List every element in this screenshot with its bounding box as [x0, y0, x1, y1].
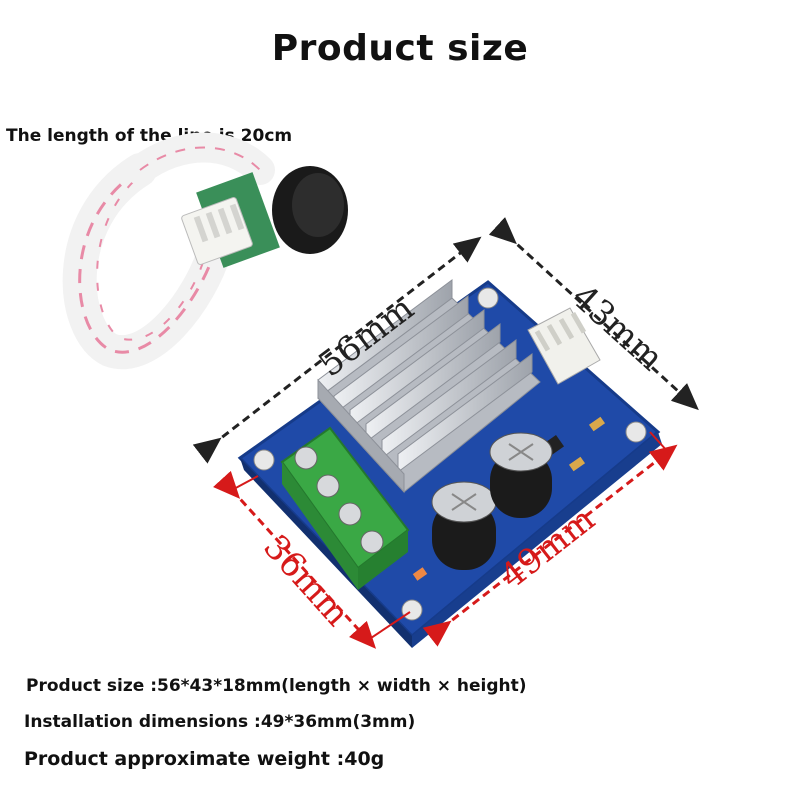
ribbon-cable: [62, 132, 275, 370]
page-title: Product size: [271, 28, 529, 69]
installation-dimensions-spec: Installation dimensions :49*36mm(3mm): [24, 712, 416, 732]
mount-hole-icon: [401, 599, 423, 621]
product-size-spec: Product size :56*43*18mm(length × width …: [26, 676, 527, 696]
screw-icon: [316, 474, 340, 498]
length-dimension-line: [192, 236, 482, 464]
mount-hole-icon: [477, 287, 499, 309]
width-dimension-line: [488, 217, 699, 411]
weight-spec: Product approximate weight :40g: [24, 748, 385, 770]
mount-hole-icon: [253, 449, 275, 471]
install-length-dimension-line: [422, 444, 678, 647]
mount-hole-icon: [625, 421, 647, 443]
screw-icon: [360, 530, 384, 554]
screw-icon: [294, 446, 318, 470]
screw-icon: [338, 502, 362, 526]
install-width-dimension-line: [213, 470, 377, 649]
